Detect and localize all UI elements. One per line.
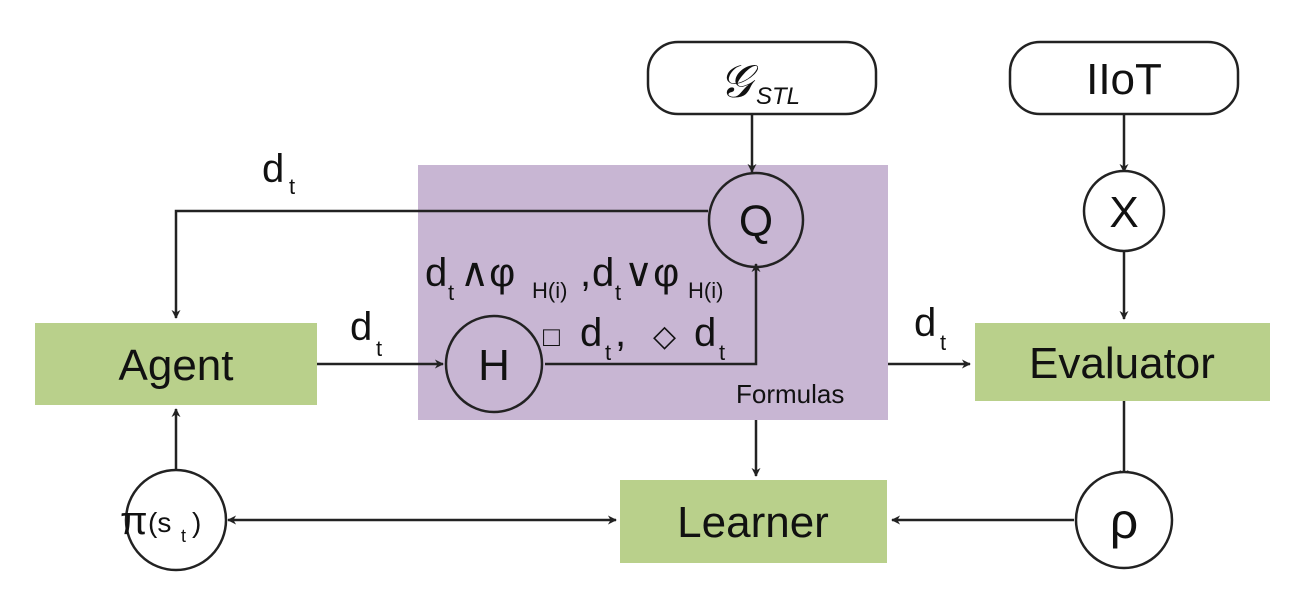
formula-comma: , bbox=[580, 251, 591, 295]
agent-box[interactable] bbox=[35, 323, 317, 405]
label-dt-evaluator: d t bbox=[914, 301, 946, 355]
formula-t2: t bbox=[615, 280, 621, 305]
learner-box[interactable] bbox=[620, 480, 887, 563]
g-stl-subscript: STL bbox=[756, 83, 800, 110]
x-label: X bbox=[1109, 188, 1138, 237]
label-dt-feedback: d t bbox=[262, 147, 295, 199]
formula-diamond-op: ◇ bbox=[653, 320, 676, 353]
evaluator-box[interactable] bbox=[975, 323, 1270, 401]
iiot-label: IIoT bbox=[1086, 55, 1162, 104]
formula-region bbox=[418, 165, 888, 420]
rho-node[interactable] bbox=[1074, 470, 1174, 570]
arrow-q-to-agent bbox=[171, 209, 708, 319]
formulas-label: Formulas bbox=[736, 379, 844, 409]
formula-temporal: □ d t , ◇ d t bbox=[543, 311, 725, 365]
arrow-h-to-q bbox=[545, 263, 761, 366]
formula-comma2: , bbox=[615, 311, 626, 355]
pi-sub: t bbox=[181, 526, 186, 546]
formula-hi2: H(i) bbox=[688, 278, 723, 303]
formula-or: ∨φ bbox=[624, 251, 679, 295]
x-node[interactable] bbox=[1082, 169, 1166, 253]
learner-label: Learner bbox=[677, 498, 829, 547]
label-dt-agent-h-d: d bbox=[350, 305, 372, 349]
agent-label: Agent bbox=[119, 341, 234, 390]
label-dt-feedback-d: d bbox=[262, 147, 284, 191]
formula-box-op: □ bbox=[543, 321, 560, 352]
g-stl-box[interactable] bbox=[646, 40, 878, 116]
formula-and-or: d t ∧φ H(i) , d t ∨φ H(i) bbox=[425, 251, 723, 305]
formula-d1: d bbox=[425, 251, 447, 295]
label-dt-agent-h-t: t bbox=[376, 336, 382, 361]
rho-label: ρ bbox=[1110, 493, 1138, 549]
label-dt-agent-h: d t bbox=[350, 305, 382, 361]
label-dt-evaluator-d: d bbox=[914, 301, 936, 345]
formula-t3: t bbox=[605, 340, 611, 365]
label-dt-feedback-t: t bbox=[289, 174, 295, 199]
pi-close: ) bbox=[192, 507, 201, 538]
formula-d2: d bbox=[592, 251, 614, 295]
q-node[interactable] bbox=[707, 171, 805, 269]
formula-t1: t bbox=[448, 280, 454, 305]
formula-and: ∧φ bbox=[460, 251, 515, 295]
pi-node[interactable] bbox=[124, 468, 228, 572]
h-label: H bbox=[478, 341, 510, 390]
formula-t4: t bbox=[719, 340, 725, 365]
evaluator-label: Evaluator bbox=[1029, 339, 1215, 388]
formula-d3: d bbox=[580, 311, 602, 355]
formula-d4: d bbox=[694, 311, 716, 355]
label-dt-evaluator-t: t bbox=[940, 330, 946, 355]
q-label: Q bbox=[739, 197, 773, 246]
pi-label: π bbox=[120, 499, 148, 543]
formula-hi1: H(i) bbox=[532, 278, 567, 303]
pi-arg: (s bbox=[148, 507, 171, 538]
h-node[interactable] bbox=[444, 314, 544, 414]
